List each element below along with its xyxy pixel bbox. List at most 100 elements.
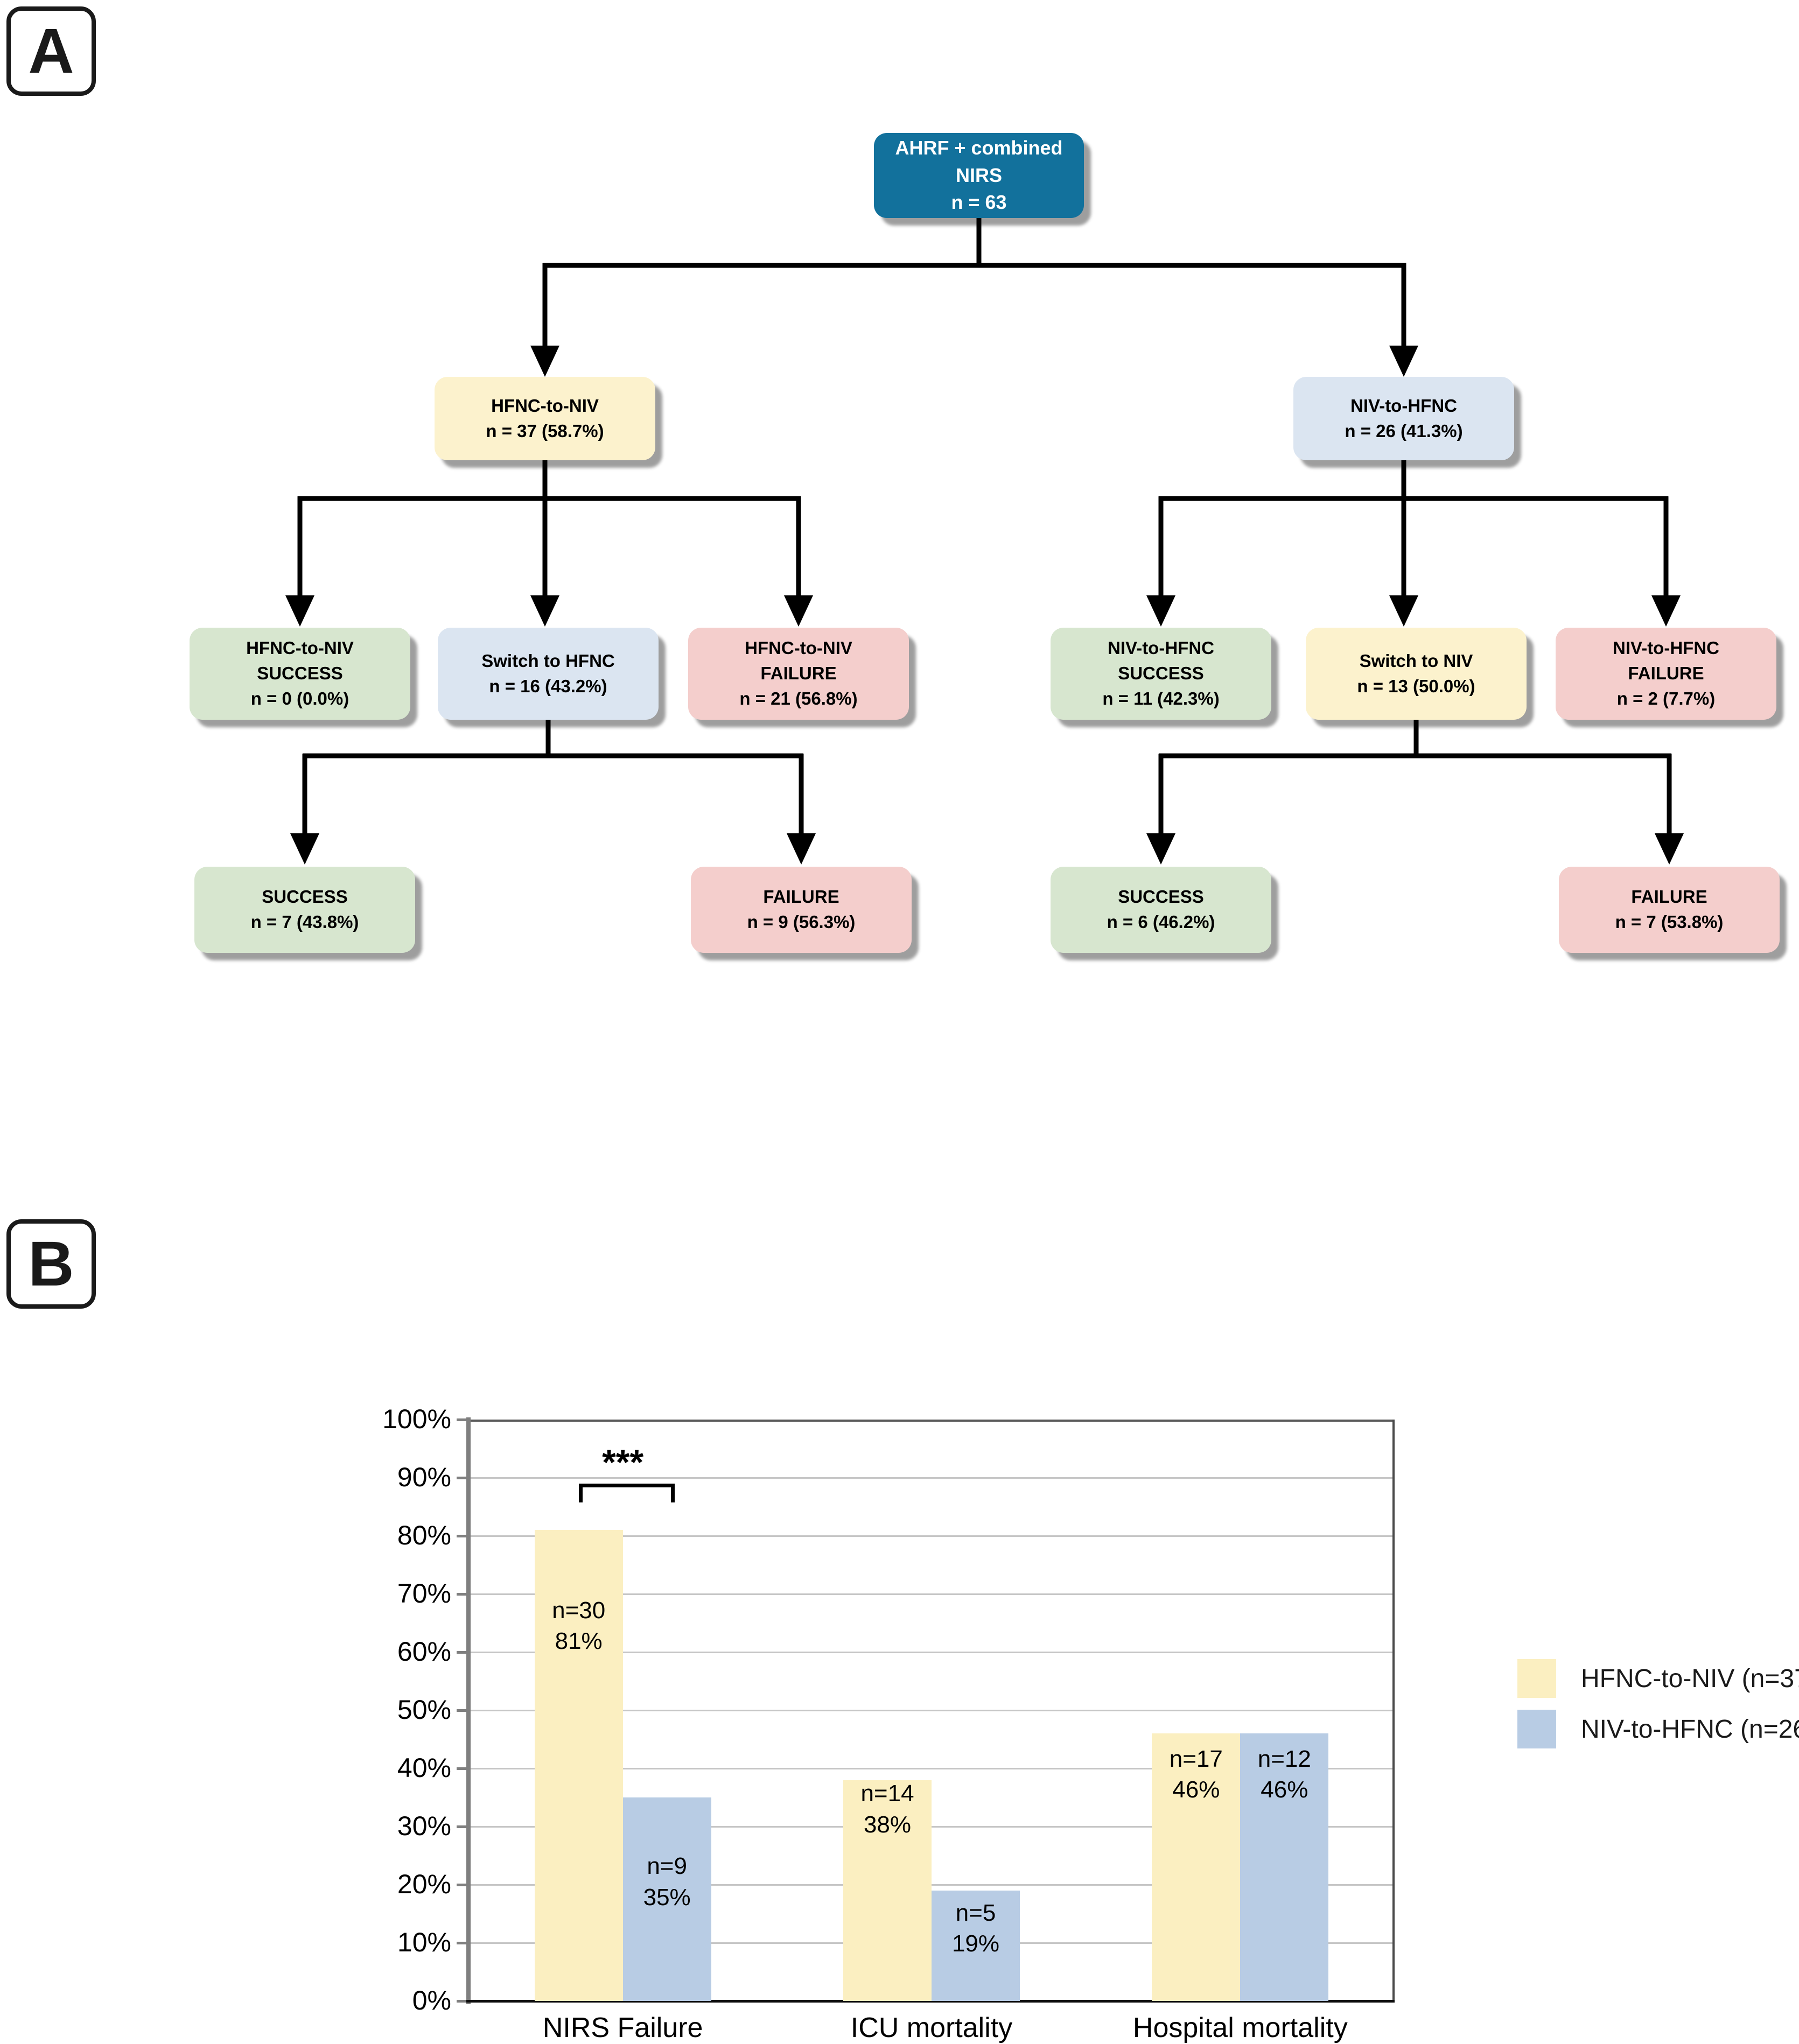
chart-gridline [471, 1535, 1392, 1537]
y-axis-tick [457, 1418, 466, 1421]
legend-item-hfnc: HFNC-to-NIV (n=37) [1517, 1659, 1799, 1698]
connector-niv-children [1158, 460, 1669, 599]
significance-stars: *** [602, 1442, 644, 1482]
flow-node-hfnc-switch-success: SUCCESS n = 7 (43.8%) [194, 867, 415, 953]
flow-node-line: FAILURE [1631, 887, 1707, 907]
flow-node-line: NIV-to-HFNC [1108, 638, 1214, 658]
panel-a-label: A [6, 6, 96, 96]
flow-node-niv-switch: Switch to NIV n = 13 (50.0%) [1306, 628, 1527, 720]
flow-node-line: SUCCESS [262, 887, 348, 907]
chart-gridline [471, 1884, 1392, 1886]
flow-node-hfnc-group: HFNC-to-NIV n = 37 (58.7%) [435, 377, 655, 460]
significance-bracket [578, 1484, 675, 1502]
y-axis-tick [457, 1477, 466, 1479]
y-axis-tick [457, 1709, 466, 1712]
x-axis-line [466, 2000, 1395, 2003]
y-axis-tick [457, 1884, 466, 1886]
arrowhead-niv-switch-failure [1655, 833, 1684, 865]
bar-value-line: 81% [555, 1628, 603, 1655]
bar-niv-2 [1240, 1733, 1329, 2001]
arrowhead-niv-group [1389, 346, 1418, 377]
y-axis-tick [457, 1825, 466, 1828]
category-label-1: ICU mortality [850, 2012, 1013, 2043]
panel-b-letter: B [28, 1228, 74, 1300]
flow-node-line: n = 7 (53.8%) [1615, 912, 1724, 932]
flow-node-line: FAILURE [760, 663, 837, 684]
flow-node-niv-failure: NIV-to-HFNC FAILURE n = 2 (7.7%) [1556, 628, 1776, 720]
y-tick-label: 60% [397, 1636, 451, 1667]
bar-value-line: n=12 [1257, 1745, 1311, 1772]
flow-node-line: n = 6 (46.2%) [1107, 912, 1215, 932]
bar-hfnc-2 [1152, 1733, 1241, 2001]
flow-node-line: HFNC-to-NIV [745, 638, 852, 658]
flow-node-root-line: n = 63 [951, 191, 1007, 214]
category-label-2: Hospital mortality [1132, 2012, 1348, 2043]
flow-node-line: n = 7 (43.8%) [250, 912, 359, 932]
flow-node-line: HFNC-to-NIV [491, 395, 599, 416]
bar-value-line: 19% [951, 1930, 1000, 1957]
y-tick-label: 50% [397, 1695, 451, 1725]
bar-hfnc-0 [534, 1530, 623, 2001]
y-axis-line [466, 1417, 471, 2004]
panel-a-letter: A [28, 16, 74, 87]
flow-node-line: SUCCESS [1118, 663, 1204, 684]
legend-swatch-hfnc [1517, 1659, 1556, 1698]
arrowhead-hfnc-switch [530, 595, 559, 627]
flow-node-line: NIV-to-HFNC [1350, 395, 1457, 416]
bar-niv-0 [622, 1797, 711, 2001]
y-tick-label: 40% [397, 1753, 451, 1783]
bar-hfnc-1 [843, 1780, 932, 2001]
y-axis-tick [457, 2000, 466, 2003]
flow-node-niv-success: NIV-to-HFNC SUCCESS n = 11 (42.3%) [1051, 628, 1271, 720]
chart-plot-right-border [1392, 1420, 1395, 2001]
connector-niv-switch-children [1158, 720, 1672, 837]
legend-item-niv: NIV-to-HFNC (n=26) [1517, 1710, 1799, 1748]
flow-node-line: n = 21 (56.8%) [739, 688, 858, 708]
flow-node-niv-switch-success: SUCCESS n = 6 (46.2%) [1051, 867, 1271, 953]
y-tick-label: 80% [397, 1520, 451, 1550]
flow-node-line: n = 9 (56.3%) [747, 912, 856, 932]
chart-gridline [471, 1826, 1392, 1828]
flow-node-hfnc-switch-failure: FAILURE n = 9 (56.3%) [691, 867, 912, 953]
legend-label-hfnc: HFNC-to-NIV (n=37) [1581, 1664, 1799, 1693]
flow-node-hfnc-failure: HFNC-to-NIV FAILURE n = 21 (56.8%) [688, 628, 909, 720]
flow-node-line: n = 37 (58.7%) [486, 420, 604, 441]
panel-b-label: B [6, 1219, 96, 1309]
arrowhead-hfnc-switch-failure [787, 833, 816, 865]
category-label-0: NIRS Failure [542, 2012, 703, 2043]
bar-niv-1 [932, 1890, 1020, 2001]
legend-label-niv: NIV-to-HFNC (n=26) [1581, 1715, 1799, 1744]
flow-node-root: AHRF + combined NIRS n = 63 [874, 133, 1084, 218]
flow-node-niv-switch-failure: FAILURE n = 7 (53.8%) [1559, 867, 1780, 953]
flow-node-line: SUCCESS [257, 663, 343, 684]
arrowhead-niv-switch-success [1146, 833, 1175, 865]
flow-node-line: FAILURE [1628, 663, 1704, 684]
y-tick-label: 0% [412, 1985, 451, 2015]
arrowhead-hfnc-success [285, 595, 314, 627]
bar-value-line: n=5 [955, 1899, 996, 1926]
y-axis-tick [457, 1535, 466, 1537]
flow-node-line: n = 11 (42.3%) [1102, 688, 1220, 708]
flow-node-hfnc-success: HFNC-to-NIV SUCCESS n = 0 (0.0%) [190, 628, 410, 720]
flow-node-root-line: NIRS [955, 164, 1002, 186]
y-axis-tick [457, 1942, 466, 1944]
bar-value-line: 46% [1172, 1776, 1220, 1803]
chart-gridline [471, 1768, 1392, 1769]
legend-swatch-niv [1517, 1710, 1556, 1748]
arrowhead-niv-success [1146, 595, 1175, 627]
bar-value-line: 38% [863, 1811, 912, 1838]
flow-node-hfnc-switch: Switch to HFNC n = 16 (43.2%) [438, 628, 659, 720]
bar-value-line: n=9 [647, 1853, 687, 1880]
chart-gridline [471, 1477, 1392, 1479]
flow-node-line: FAILURE [763, 887, 839, 907]
flow-node-root-line: AHRF + combined [895, 137, 1063, 159]
chart-gridline [471, 1593, 1392, 1595]
y-axis-tick [457, 1767, 466, 1770]
y-tick-label: 90% [397, 1462, 451, 1492]
chart-plot-top-border [468, 1420, 1395, 1422]
